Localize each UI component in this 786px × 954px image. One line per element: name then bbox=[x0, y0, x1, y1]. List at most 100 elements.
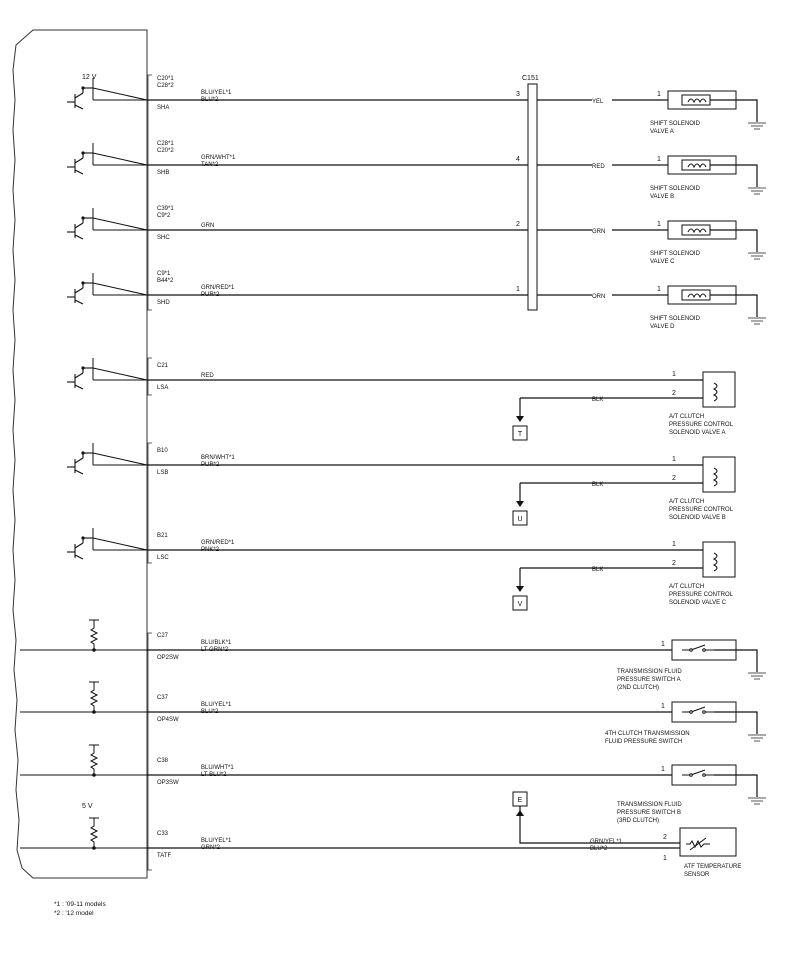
circuit-lsa-signal-label: LSA bbox=[157, 385, 168, 391]
circuit-shb-comp-pin: 1 bbox=[657, 156, 661, 163]
circuit-lsa-transistor-icon bbox=[67, 366, 93, 390]
circuit-shd-wire-color-0: GRN/RED*1 bbox=[201, 285, 235, 291]
circuit-lsa-gnd-ref: T bbox=[518, 431, 523, 438]
circuit-tatf-pin-0: C33 bbox=[157, 831, 169, 837]
circuit-shd-comp-label-1: VALVE D bbox=[650, 324, 675, 330]
circuit-lsb-internal-wire bbox=[92, 452, 148, 466]
circuit-shb-pin-1: C20*2 bbox=[157, 148, 174, 154]
circuit-op3sw-comp-pin: 1 bbox=[661, 766, 665, 773]
circuit-tatf-wire-color-0: BLU/YEL*1 bbox=[201, 838, 232, 844]
circuit-shb-pin-0: C28*1 bbox=[157, 141, 174, 147]
circuit-op2sw-pin-0: C27 bbox=[157, 633, 169, 639]
voltage-label-12v: 12 V bbox=[82, 74, 97, 81]
circuit-shd-out-wire-color: ORN bbox=[592, 294, 605, 300]
circuit-shc-out-wire-color: GRN bbox=[592, 229, 605, 235]
circuit-lsa-pin-0: C21 bbox=[157, 363, 169, 369]
circuit-shb-comp-label-0: SHIFT SOLENOID bbox=[650, 186, 701, 192]
circuit-shd-ground-wire bbox=[710, 294, 758, 317]
footnote-2: *2 : '12 model bbox=[54, 910, 94, 917]
circuit-op4sw-pin-0: C37 bbox=[157, 695, 169, 701]
circuit-lsb-gnd-wire-color: BLK bbox=[592, 482, 603, 488]
circuit-lsc-gnd-wire-color: BLK bbox=[592, 567, 603, 573]
circuit-tatf-comp-label-0: ATF TEMPERATURE bbox=[684, 864, 741, 870]
circuit-lsc-comp-label-0: A/T CLUTCH bbox=[669, 584, 704, 590]
circuit-shc-signal-label: SHC bbox=[157, 235, 170, 241]
circuit-lsb-coil-icon bbox=[712, 467, 718, 487]
circuit-lsc-comp-label-2: SOLENOID VALVE C bbox=[669, 600, 727, 606]
circuit-lsb-transistor-icon bbox=[67, 451, 93, 475]
ecm-connector-brackets bbox=[147, 74, 152, 871]
circuit-op3sw-pin-0: C38 bbox=[157, 758, 169, 764]
circuit-lsc-pin1: 1 bbox=[672, 541, 676, 548]
circuit-shc-pin-0: C39*1 bbox=[157, 206, 174, 212]
circuit-lsc-wire-color-0: GRN/RED*1 bbox=[201, 540, 235, 546]
circuit-sha-c151-pin: 3 bbox=[516, 91, 520, 98]
circuit-op3sw-ground-icon bbox=[748, 797, 766, 805]
circuit-lsa-comp-label-0: A/T CLUTCH bbox=[669, 414, 704, 420]
circuit-lsc-comp-label-1: PRESSURE CONTROL bbox=[669, 592, 734, 598]
circuit-op4sw-comp-pin: 1 bbox=[661, 703, 665, 710]
circuit-shc-comp-pin: 1 bbox=[657, 221, 661, 228]
circuit-shd-internal-wire bbox=[92, 282, 148, 296]
circuit-lsb-comp-label-1: PRESSURE CONTROL bbox=[669, 507, 734, 513]
circuit-lsc-gnd-ref-box bbox=[512, 595, 528, 611]
circuit-shb-wire-color-0: GRN/WHT*1 bbox=[201, 155, 236, 161]
circuit-shc-ground-icon bbox=[748, 252, 766, 260]
circuit-shc-transistor-icon bbox=[67, 216, 93, 240]
circuit-op3sw-signal-label: OP3SW bbox=[157, 780, 179, 786]
circuit-shb-transistor-icon bbox=[67, 151, 93, 175]
ecm-box-outline bbox=[12, 29, 148, 879]
circuit-tatf-gnd-ref: E bbox=[518, 797, 523, 804]
circuit-sha-pin-0: C20*1 bbox=[157, 76, 174, 82]
arrow-icon bbox=[516, 586, 524, 592]
circuit-op2sw-comp-pin: 1 bbox=[661, 641, 665, 648]
circuit-lsa-pin2: 2 bbox=[672, 390, 676, 397]
circuit-op2sw-ground-wire bbox=[714, 649, 758, 672]
circuit-op4sw-comp-label-1: FLUID PRESSURE SWITCH bbox=[605, 739, 682, 745]
voltage-label-5v: 5 V bbox=[82, 803, 93, 810]
circuit-tatf-pin2: 2 bbox=[663, 834, 667, 841]
circuit-op4sw-wire-color-0: BLU/YEL*1 bbox=[201, 702, 232, 708]
circuit-tatf-pullup-resistor-icon bbox=[89, 817, 99, 850]
circuit-lsb-pin1: 1 bbox=[672, 456, 676, 463]
circuit-shb-signal-label: SHB bbox=[157, 170, 169, 176]
circuit-op3sw-ground-wire bbox=[714, 774, 758, 797]
circuit-shb-out-wire-color: RED bbox=[592, 164, 605, 170]
circuit-shc-coil-icon bbox=[687, 228, 707, 234]
circuit-lsb-pin2: 2 bbox=[672, 475, 676, 482]
circuit-op3sw-comp-label-2: (3RD CLUTCH) bbox=[617, 818, 659, 824]
circuit-lsa-solenoid-body bbox=[702, 371, 736, 408]
circuit-op2sw-comp-label-0: TRANSMISSION FLUID bbox=[617, 669, 682, 675]
circuit-shb-internal-wire bbox=[92, 152, 148, 166]
circuit-tatf-sensor-body bbox=[679, 827, 737, 857]
circuit-lsa-gnd-ref-box bbox=[512, 425, 528, 441]
circuit-op3sw-comp-label-1: PRESSURE SWITCH B bbox=[617, 810, 681, 816]
circuit-op4sw-pullup-resistor-icon bbox=[89, 681, 99, 714]
circuit-shd-ground-icon bbox=[748, 317, 766, 325]
circuit-op2sw-pullup-resistor-icon bbox=[89, 619, 99, 652]
circuit-sha-comp-pin: 1 bbox=[657, 91, 661, 98]
c151-label: C151 bbox=[522, 75, 539, 82]
circuit-tatf-gnd-wire-color-0: GRN/YEL*1 bbox=[590, 839, 623, 845]
circuit-shb-ground-wire bbox=[710, 164, 758, 187]
circuit-lsa-comp-label-1: PRESSURE CONTROL bbox=[669, 422, 734, 428]
circuit-lsc-gnd-ref: V bbox=[518, 601, 523, 608]
circuit-op3sw-wire-color-0: BLU/WHT*1 bbox=[201, 765, 234, 771]
circuit-lsb-gnd-ref-box bbox=[512, 510, 528, 526]
circuit-tatf-gnd-wire-color-1: BLU*2 bbox=[590, 846, 608, 852]
circuit-sha-comp-label-0: SHIFT SOLENOID bbox=[650, 121, 701, 127]
circuit-lsa-gnd-wire-color: BLK bbox=[592, 397, 603, 403]
circuit-lsa-coil-icon bbox=[712, 382, 718, 402]
circuit-op3sw-switch-icon bbox=[682, 769, 714, 777]
circuit-op4sw-comp-label-0: 4TH CLUTCH TRANSMISSION bbox=[605, 731, 690, 737]
circuit-lsc-internal-wire bbox=[92, 537, 148, 551]
circuit-sha-ground-wire bbox=[710, 99, 758, 122]
circuit-sha-solenoid-core bbox=[681, 94, 711, 106]
circuit-sha-coil-icon bbox=[687, 98, 707, 104]
circuit-lsc-signal-label: LSC bbox=[157, 555, 169, 561]
arrow-icon bbox=[516, 501, 524, 507]
circuit-lsa-internal-wire bbox=[92, 367, 148, 381]
circuit-lsc-coil-icon bbox=[712, 552, 718, 572]
circuit-shd-transistor-icon bbox=[67, 281, 93, 305]
